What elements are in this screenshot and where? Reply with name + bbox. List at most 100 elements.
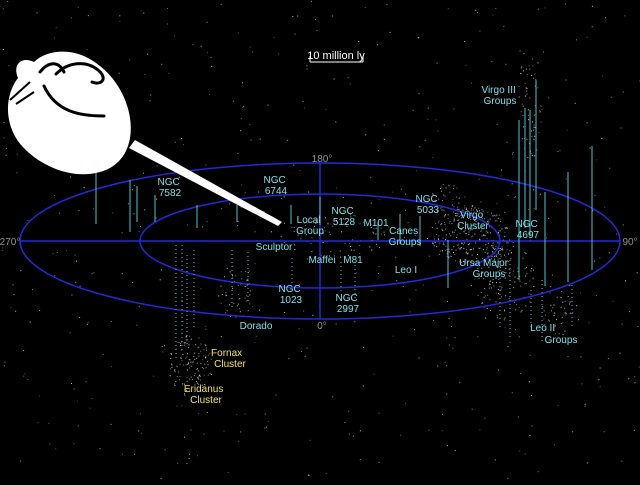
galaxy-dot (502, 247, 503, 248)
galaxy-dot (557, 297, 558, 298)
galaxy-dot (501, 256, 502, 257)
galaxy-dot (513, 242, 514, 243)
galaxy-dot (445, 250, 446, 251)
star-dot (354, 321, 355, 322)
galaxy-dot (527, 88, 528, 89)
star-dot (565, 4, 566, 5)
galaxy-dot (505, 295, 506, 296)
galaxy-dot (171, 353, 172, 354)
label-line: Groups (473, 269, 506, 280)
galaxy-dot (509, 298, 510, 299)
galaxy-dot (455, 230, 456, 231)
star-dot (599, 257, 600, 258)
galaxy-dot (198, 338, 199, 339)
star-dot (390, 32, 391, 33)
galaxy-dot (473, 249, 474, 250)
galaxy-dot (175, 371, 176, 372)
galaxy-dot (565, 301, 566, 302)
galaxy-dot (200, 344, 201, 345)
galaxy-dot (208, 375, 209, 376)
galaxy-dot (487, 253, 488, 254)
galaxy-dot (198, 370, 199, 371)
galaxy-dot (519, 97, 520, 98)
label-line: 7582 (159, 188, 182, 199)
galaxy-dot (498, 289, 499, 290)
galaxy-dot (481, 292, 482, 293)
galaxy-dot (471, 236, 472, 237)
star-dot (425, 140, 426, 141)
galaxy-dot (569, 285, 570, 286)
star-dot (184, 437, 185, 438)
star-dot (365, 7, 366, 8)
galaxy-dot (490, 281, 491, 282)
star-dot (552, 275, 553, 276)
star-dot (238, 441, 239, 442)
star-dot (405, 194, 406, 195)
star-dot (529, 435, 530, 436)
galaxy-dot (271, 231, 272, 232)
galaxy-dot (235, 275, 236, 276)
galaxy-dot (177, 376, 178, 377)
galaxy-dot (460, 249, 461, 250)
galaxy-dot (468, 234, 469, 235)
star-dot (546, 237, 547, 238)
star-dot (348, 77, 349, 78)
star-dot (89, 408, 90, 409)
star-dot (501, 287, 502, 288)
star-dot (70, 332, 71, 333)
galaxy-dot (379, 247, 380, 248)
star-dot (203, 355, 204, 356)
galaxy-dot (239, 308, 240, 309)
galaxy-dot (496, 215, 497, 216)
galaxy-dot (444, 215, 445, 216)
star-dot (447, 445, 448, 446)
star-dot (446, 338, 447, 339)
star-dot (276, 395, 277, 396)
star-dot (557, 201, 558, 202)
star-dot (530, 355, 531, 356)
star-dot (360, 430, 361, 431)
star-dot (207, 52, 208, 53)
label-line: Cluster (190, 395, 222, 406)
star-dot (395, 257, 396, 258)
star-dot (74, 443, 75, 444)
galaxy-dot (504, 232, 505, 233)
star-dot (335, 121, 336, 122)
label-line: Leo II (530, 323, 555, 334)
galaxy-dot (187, 381, 188, 382)
star-dot (307, 348, 308, 349)
star-dot (512, 154, 513, 155)
galaxy-dot (534, 115, 535, 116)
star-dot (455, 450, 456, 451)
galaxy-dot (376, 234, 377, 235)
star-dot (595, 195, 596, 196)
star-dot (332, 396, 333, 397)
star-dot (192, 379, 193, 380)
galaxy-dot (444, 222, 445, 223)
galaxy-dot (524, 252, 525, 253)
star-dot (160, 279, 161, 280)
galaxy-dot (227, 268, 228, 269)
star-dot (250, 47, 251, 48)
star-dot (310, 440, 311, 441)
galaxy-dot (189, 367, 190, 368)
galaxy-dot (499, 225, 500, 226)
galaxy-dot (175, 385, 176, 386)
star-dot (128, 203, 129, 204)
star-dot (2, 250, 3, 251)
star-dot (566, 178, 567, 179)
galaxy-dot (466, 208, 467, 209)
star-dot (249, 124, 250, 125)
star-dot (637, 326, 638, 327)
star-dot (344, 422, 345, 423)
star-dot (519, 451, 520, 452)
star-dot (453, 199, 454, 200)
star-dot (300, 170, 301, 171)
star-dot (251, 140, 252, 141)
galaxy-dot (485, 235, 486, 236)
star-dot (485, 318, 486, 319)
galaxy-dot (181, 358, 182, 359)
star-dot (183, 144, 184, 145)
galaxy-dot (561, 323, 562, 324)
galaxy-dot (507, 228, 508, 229)
